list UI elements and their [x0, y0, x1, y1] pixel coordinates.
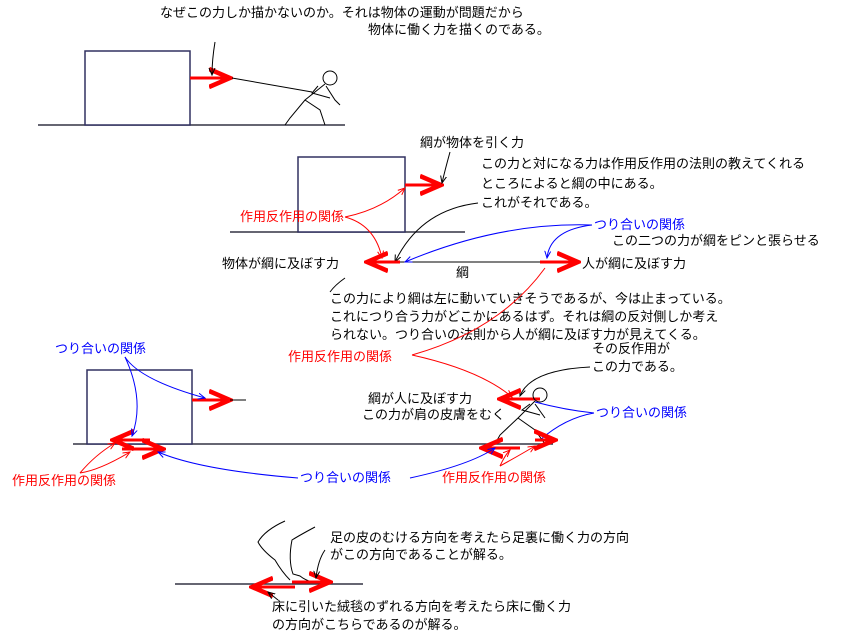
equilibrium-label: つり合いの関係 [55, 342, 146, 357]
rope [231, 77, 313, 93]
explanation-line2: ところによると綱の中にある。 [481, 177, 663, 192]
equilibrium-curve [124, 356, 205, 398]
person-figure [284, 70, 341, 126]
taut-label: この二つの力が綱をピンと張らせる [612, 234, 820, 249]
object-on-rope-label: 物体が綱に及ぼす力 [222, 257, 339, 272]
pointer-arrow [442, 151, 451, 183]
person-on-rope-label: 人が綱に及ぼす力 [582, 257, 686, 272]
action-reaction-label: 作用反作用の関係 [442, 471, 546, 486]
explanation-line3: られない。つり合いの法則から人が綱に及ぼす力が見えてくる。 [330, 328, 706, 343]
action-reaction-curve [79, 452, 130, 474]
equilibrium-curve [534, 401, 595, 414]
rope-label: 綱 [456, 266, 469, 281]
pointer-arrow [212, 41, 216, 75]
foot-figure [257, 520, 316, 583]
equilibrium-curve [409, 448, 495, 479]
rope-pulls-object-label: 綱が物体を引く力 [420, 136, 524, 151]
explanation-line1: この力と対になる力は作用反作用の法則の教えてくれる [481, 156, 805, 172]
floor-explanation-line2: の方向がこちらであるのが解る。 [272, 617, 466, 633]
section-1: なぜこの力しか描かないのか。それは物体の運動が問題だから 物体に働く力を描くので… [38, 6, 550, 126]
equilibrium-curve [539, 412, 595, 441]
foot-explanation-line2: がこの方向であることが解る。 [330, 547, 512, 563]
pointer-arrow [395, 202, 479, 262]
equilibrium-label: つり合いの関係 [300, 471, 391, 486]
action-reaction-label: 作用反作用の関係 [288, 350, 392, 365]
floor-explanation-line1: 床に引いた絨毯のずれる方向を考えたら床に働く力 [272, 599, 571, 615]
explanation-line3: これがそれである。 [481, 196, 597, 211]
equilibrium-curve [405, 224, 593, 262]
equilibrium-label: つり合いの関係 [594, 218, 685, 233]
section-2: 綱が物体を引く力 この力と対になる力は作用反作用の法則の教えてくれる ところによ… [222, 136, 820, 281]
pointer-arrow [268, 592, 279, 601]
explanation-line2: これにつり合う力がどこかにあるはず。それは綱の反対側しか考え [330, 310, 718, 325]
section-4: 足の皮のむける方向を考えたら足裏に働く力の方向 がこの方向であることが解る。 床… [175, 520, 629, 633]
action-reaction-label: 作用反作用の関係 [240, 210, 344, 225]
object-box [86, 369, 193, 445]
action-reaction-label: 作用反作用の関係 [12, 474, 116, 489]
reaction-label-line1: その反作用が [592, 342, 670, 357]
object-box [84, 50, 191, 126]
equilibrium-label: つり合いの関係 [596, 406, 687, 421]
action-reaction-curve [344, 188, 405, 218]
reaction-label-line2: この力である。 [592, 360, 683, 375]
equilibrium-curve [547, 224, 593, 258]
skin-label: この力が肩の皮膚をむく [362, 407, 505, 423]
pointer-arrow [520, 366, 591, 396]
explanation-line1: この力により綱は左に動いていきそうであるが、今は止まっている。 [330, 291, 731, 307]
foot-explanation-line1: 足の皮のむける方向を考えたら足裏に働く力の方向 [330, 530, 629, 546]
action-reaction-curve [411, 354, 512, 397]
rope-on-person-label: 綱が人に及ぼす力 [368, 392, 472, 407]
pointer-arrow [316, 549, 326, 578]
action-reaction-curve [79, 443, 115, 474]
action-reaction-curve [411, 267, 546, 356]
section-3: この力により綱は左に動いていきそうであるが、今は止まっている。 これにつり合う力… [12, 267, 731, 489]
pointer-line [329, 277, 346, 293]
explanation-line1: なぜこの力しか描かないのか。それは物体の運動が問題だから [160, 6, 524, 21]
explanation-line2: 物体に働く力を描くのである。 [368, 23, 550, 38]
action-reaction-curve [499, 450, 510, 467]
equilibrium-curve [158, 452, 299, 479]
equilibrium-curve [124, 356, 138, 436]
action-reaction-curve [499, 446, 535, 467]
